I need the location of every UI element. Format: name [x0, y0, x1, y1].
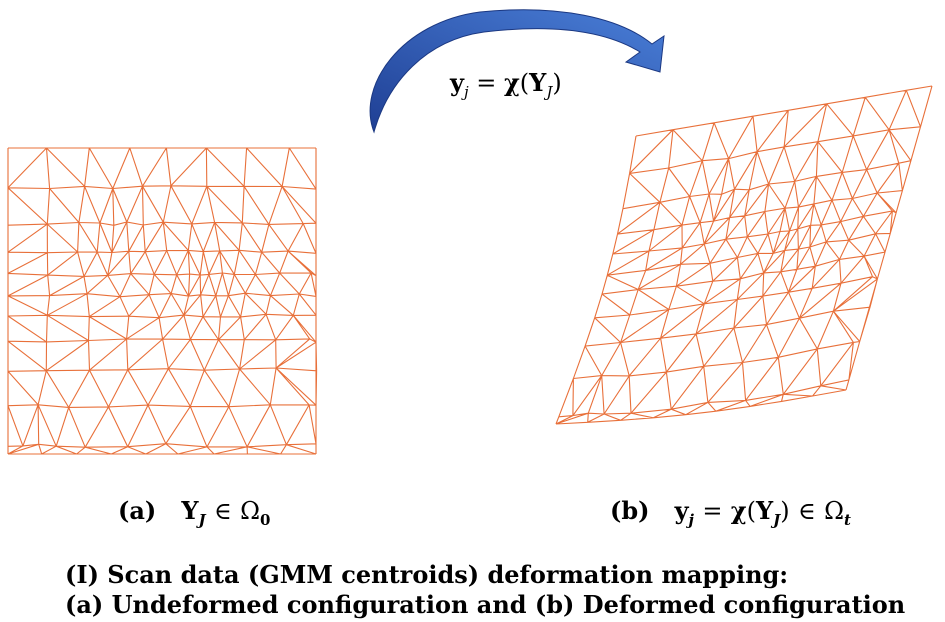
deformed-mesh — [555, 85, 933, 425]
panel-b-j-index: j — [688, 510, 694, 529]
panel-b-relation: ∈ — [797, 497, 816, 525]
undeformed-mesh — [7, 147, 318, 455]
formula-j-index: j — [463, 82, 469, 101]
panel-b-J-index: J — [773, 510, 781, 529]
panel-a-caption: (a) YJ ∈ Ω0 — [118, 496, 270, 529]
panel-b-domain-index: t — [843, 510, 851, 529]
formula-chi-symbol: χ — [504, 68, 520, 97]
panel-a-domain: Ω — [240, 497, 260, 525]
panel-b-domain: Ω — [824, 497, 844, 525]
panel-a-Y-symbol: Y — [181, 496, 199, 525]
formula-y-symbol: y — [450, 68, 464, 97]
formula-J-index: J — [546, 82, 553, 101]
mesh-edges — [555, 85, 933, 425]
mapping-arrow — [369, 9, 665, 134]
mesh-edges — [7, 147, 318, 455]
formula-close-paren: ) — [552, 69, 562, 97]
formula-Y-symbol: Y — [529, 68, 547, 97]
panel-b-equals: = — [702, 497, 723, 525]
formula-open-paren: ( — [519, 69, 530, 97]
panel-b-Y-symbol: Y — [755, 496, 774, 525]
mapping-formula: yj = χ(YJ) — [450, 68, 562, 101]
panel-b-caption: (b) yj = χ(YJ) ∈ Ωt — [610, 496, 851, 529]
figure-caption-line-2: (a) Undeformed configuration and (b) Def… — [65, 590, 906, 619]
panel-b-tag: (b) — [610, 496, 650, 525]
panel-a-relation: ∈ — [213, 497, 232, 525]
figure-caption-line-1: (I) Scan data (GMM centroids) deformatio… — [65, 560, 789, 589]
panel-a-domain-index: 0 — [259, 510, 271, 529]
panel-a-J-index: J — [198, 510, 206, 529]
formula-equals: = — [476, 69, 497, 97]
panel-b-close-paren: ) — [780, 497, 790, 525]
panel-b-open-paren: ( — [746, 497, 756, 525]
panel-b-chi-symbol: χ — [730, 496, 747, 525]
panel-a-tag: (a) — [118, 496, 157, 525]
panel-b-y-symbol: y — [674, 496, 689, 525]
